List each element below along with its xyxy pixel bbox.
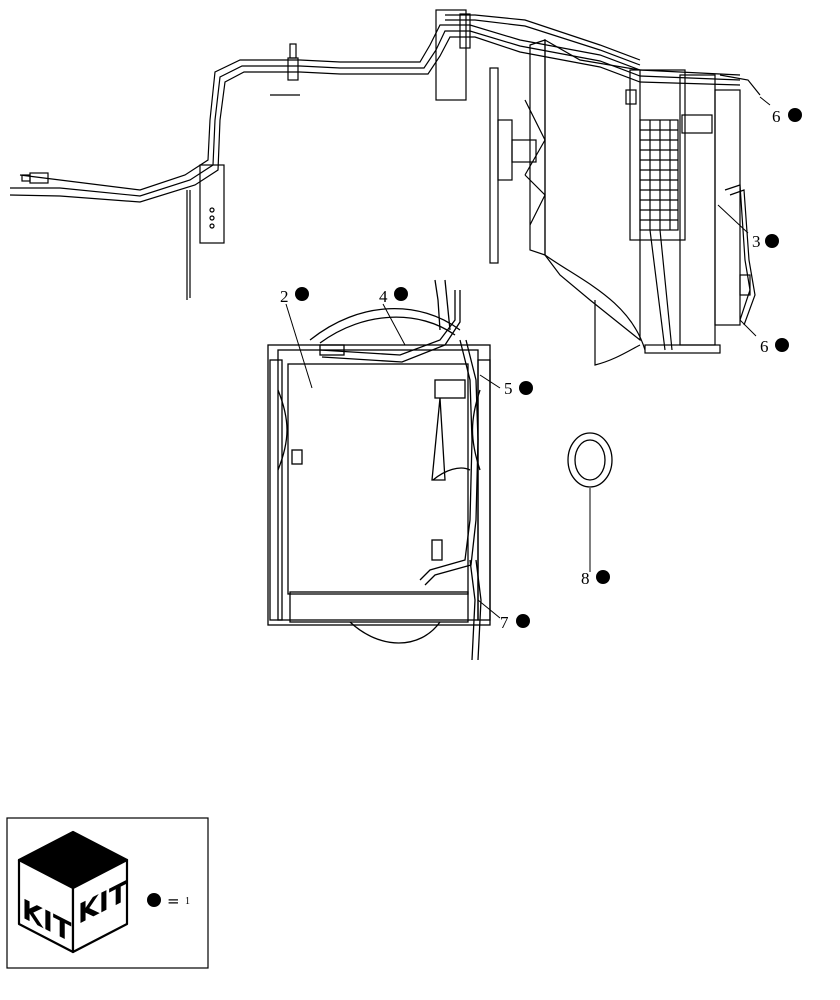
svg-text:4: 4 [379, 287, 388, 306]
callout-6-bottom: 6 [760, 337, 789, 356]
kit-dot [519, 381, 533, 395]
kit-dot [596, 570, 610, 584]
svg-text:6: 6 [760, 337, 769, 356]
callout-5: 5 [504, 379, 533, 398]
hose-assembly-top [9, 9, 771, 366]
kit-cube-icon [17, 830, 129, 954]
kit-dot [775, 338, 789, 352]
kit-dot [765, 234, 779, 248]
legend-quantity: 1 [185, 896, 190, 907]
callout-7: 7 [500, 613, 530, 632]
kit-legend: KIT KIT = 1 [6, 817, 209, 969]
kit-dot [394, 287, 408, 301]
kit-dot [516, 614, 530, 628]
kit-dot [295, 287, 309, 301]
legend-equals: = [167, 892, 180, 910]
radiator-assembly [267, 279, 501, 661]
svg-text:3: 3 [752, 232, 761, 251]
svg-text:8: 8 [581, 569, 590, 588]
ring-part-8 [567, 432, 613, 572]
callout-3: 3 [752, 232, 779, 251]
svg-text:2: 2 [280, 287, 289, 306]
kit-dot [788, 108, 802, 122]
callout-2: 2 [280, 287, 309, 306]
svg-text:5: 5 [504, 379, 513, 398]
kit-dot [147, 893, 161, 907]
svg-text:6: 6 [772, 107, 781, 126]
callout-4: 4 [379, 287, 408, 306]
callout-6-top: 6 [772, 107, 802, 126]
callout-8: 8 [581, 569, 610, 588]
svg-text:7: 7 [500, 613, 509, 632]
